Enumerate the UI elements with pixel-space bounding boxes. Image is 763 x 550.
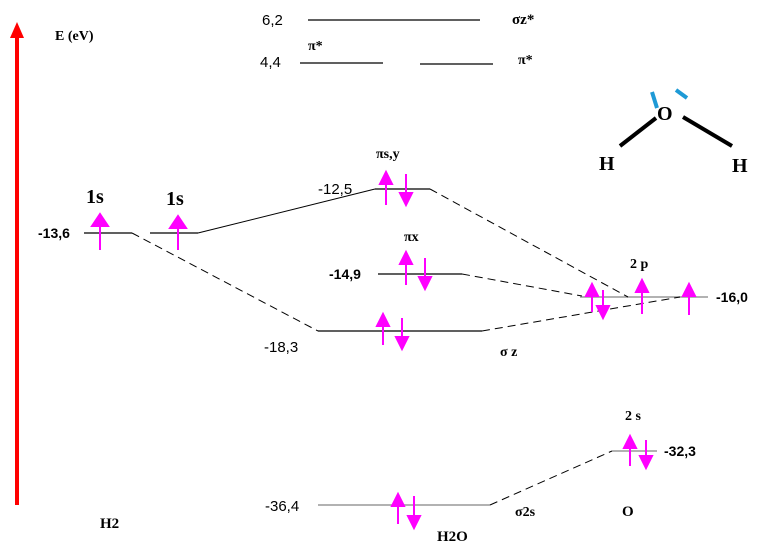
electron-pair-arrows: [584, 281, 611, 321]
energy-h-1s: -13,6: [38, 225, 70, 241]
energy-sigma-z: -18,3: [264, 339, 298, 356]
atom-h-left: H: [599, 153, 615, 175]
electron-up-arrow: [681, 281, 697, 315]
orbital-o-2p: 2 p: [630, 257, 649, 272]
orbital-sigma-2s: σ2s: [515, 505, 536, 520]
orbital-sigma-z-star: σz*: [512, 12, 534, 28]
water-molecule: O H H: [599, 88, 748, 177]
atom-o: O: [657, 103, 673, 125]
energy-o-2s: -32,3: [664, 443, 696, 459]
orbital-pi-star-left: π*: [308, 39, 323, 54]
label-h2: H2: [100, 516, 119, 532]
lone-pair-right: [674, 88, 689, 100]
orbital-h-1s-a: 1s: [86, 186, 104, 208]
corr-h-to-pi-sy: [197, 188, 376, 234]
electron-pair-arrows: [375, 311, 410, 352]
axis-label: E (eV): [55, 29, 94, 44]
energy-sigma-2s: -36,4: [265, 498, 299, 515]
lone-pair-left: [650, 91, 659, 109]
label-o: O: [622, 504, 634, 520]
energy-pi-star: 4,4: [260, 54, 281, 71]
electron-pair-arrows: [622, 433, 654, 471]
electron-pair-arrows: [390, 491, 422, 531]
orbital-pi-sy: πs,y: [376, 147, 400, 162]
orbital-pi-star-right: π*: [518, 53, 533, 68]
orbital-sigma-z: σ z: [500, 345, 517, 360]
label-h2o: H2O: [437, 529, 468, 545]
electron-pair-arrows: [378, 169, 414, 208]
energy-pi-sy: -12,5: [318, 181, 352, 198]
orbital-h-1s-b: 1s: [166, 188, 184, 210]
corr-sigma-2s-to-o-2s: [489, 450, 613, 506]
electron-pair-arrows: [398, 249, 433, 292]
corr-h-to-sigma-z: [131, 232, 319, 332]
corr-pi-x-to-o-2p: [461, 273, 583, 297]
energy-o-2p: -16,0: [716, 289, 748, 305]
energy-axis-arrowhead: [10, 22, 24, 38]
orbital-o-2s: 2 s: [625, 409, 642, 424]
orbital-pi-x: πx: [404, 230, 419, 245]
electron-up-arrow: [90, 212, 110, 250]
corr-pi-sy-to-o-2p: [429, 188, 629, 298]
electron-up-arrow: [634, 277, 650, 314]
energy-sigma-z-star: 6,2: [262, 12, 283, 29]
energy-pi-x: -14,9: [329, 266, 361, 282]
corr-sigma-z-to-o-2p: [481, 296, 681, 332]
electron-up-arrow: [168, 214, 188, 250]
atom-h-right: H: [732, 155, 748, 177]
